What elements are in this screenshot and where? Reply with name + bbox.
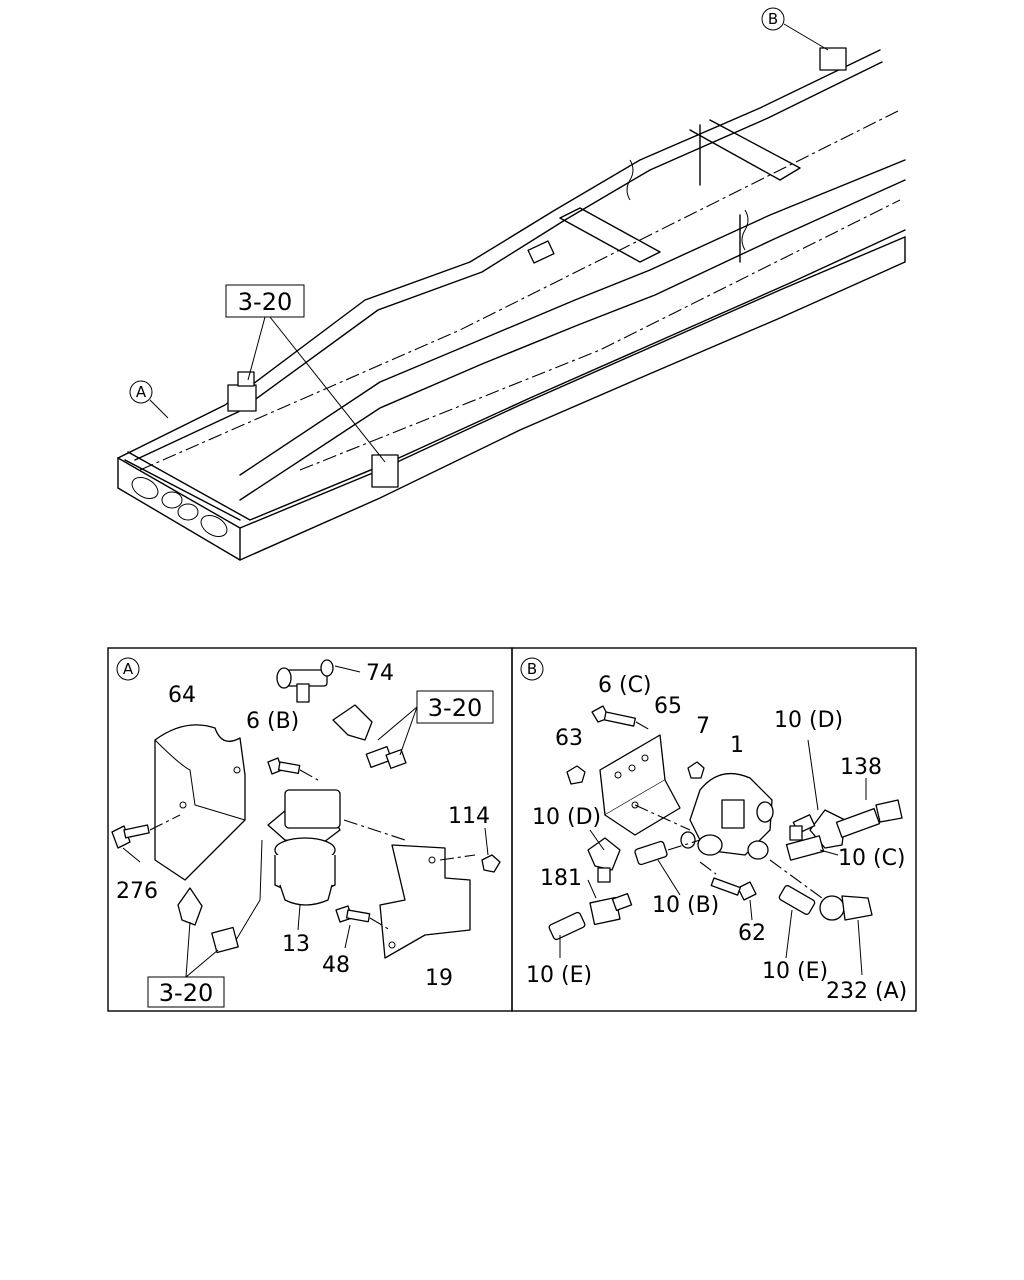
ref-box-overview-label: 3-20 — [238, 288, 292, 316]
part-6b-bolt — [267, 757, 319, 781]
part-62-bolt — [699, 861, 757, 921]
ref-box-a-bottom[interactable]: 3-20 — [147, 921, 225, 1008]
part-138-connector — [835, 778, 903, 839]
label-65: 65 — [654, 694, 682, 719]
callout-b-label: B — [768, 10, 778, 28]
part-7-nut — [687, 761, 705, 779]
label-138: 138 — [840, 755, 882, 780]
part-10e-right-fitting — [778, 885, 816, 959]
callout-a[interactable]: A — [129, 380, 169, 419]
chassis-frame — [117, 47, 906, 561]
label-63: 63 — [555, 726, 583, 751]
svg-text:A: A — [123, 660, 134, 678]
label-6c: 6 (C) — [598, 673, 652, 698]
part-232a-banjo — [769, 859, 873, 976]
part-19-bracket — [343, 819, 476, 959]
label-1: 1 — [730, 733, 744, 758]
part-181-block — [587, 879, 633, 926]
part-114-nut — [481, 827, 501, 873]
label-62: 62 — [738, 921, 766, 946]
label-48: 48 — [322, 953, 350, 978]
elbow-fitting-a — [332, 704, 407, 769]
part-276-bolt — [111, 814, 181, 863]
part-48-bolt — [335, 905, 391, 949]
label-10e-right: 10 (E) — [762, 959, 828, 984]
part-13-filter — [267, 789, 341, 931]
part-6c-bolt — [591, 705, 651, 731]
svg-text:3-20: 3-20 — [428, 694, 482, 722]
detail-b-labels: 6 (C) 65 63 7 1 10 (D) 138 10 (D) 10 (C)… — [526, 673, 907, 1004]
label-7: 7 — [696, 714, 710, 739]
lower-fittings-a — [177, 839, 263, 954]
label-10c: 10 (C) — [838, 846, 906, 871]
label-181: 181 — [540, 866, 582, 891]
label-6b: 6 (B) — [246, 709, 299, 734]
label-114: 114 — [448, 804, 490, 829]
part-74-tee — [276, 659, 361, 703]
callout-b[interactable]: B — [761, 7, 829, 51]
label-19: 19 — [425, 966, 453, 991]
part-10b-fitting — [634, 839, 701, 896]
part-1-valve — [634, 772, 774, 860]
label-10e-left: 10 (E) — [526, 963, 592, 988]
callout-a-label: A — [136, 383, 147, 401]
label-10b: 10 (B) — [652, 893, 719, 918]
label-74: 74 — [366, 661, 394, 686]
part-64-shield — [154, 724, 246, 881]
ref-box-overview[interactable]: 3-20 — [225, 284, 386, 463]
part-10c-tee — [785, 825, 839, 861]
label-13: 13 — [282, 932, 310, 957]
ref-box-a-top[interactable]: 3-20 — [377, 690, 494, 756]
detail-a-labels: 64 74 6 (B) 114 276 13 48 19 — [116, 661, 490, 991]
part-10e-left-fitting — [548, 911, 586, 958]
detail-b-panel — [511, 647, 917, 1012]
label-232a: 232 (A) — [826, 979, 907, 1004]
svg-text:3-20: 3-20 — [159, 979, 213, 1007]
part-65-bracket — [599, 734, 681, 836]
svg-text:B: B — [527, 660, 537, 678]
part-63-nut — [566, 765, 586, 785]
label-64: 64 — [168, 683, 196, 708]
detail-b-badge: B — [520, 657, 544, 681]
label-276: 276 — [116, 879, 158, 904]
label-10d-left: 10 (D) — [532, 805, 601, 830]
part-10d-left-elbow — [587, 829, 621, 883]
detail-a-badge: A — [116, 657, 140, 681]
label-10d-top: 10 (D) — [774, 708, 843, 733]
